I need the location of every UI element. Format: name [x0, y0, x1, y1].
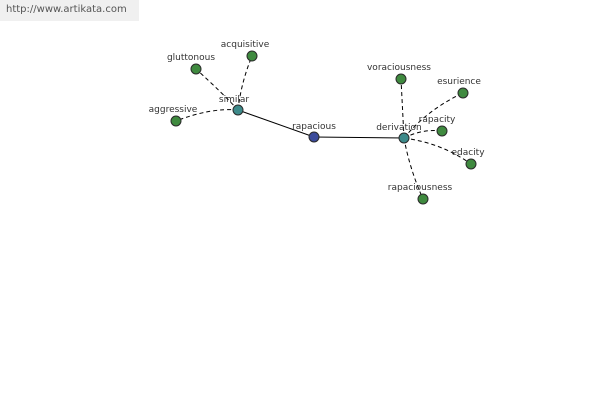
node-label-similar[interactable]: similar — [219, 95, 249, 105]
node-rapacious[interactable]: rapacious — [292, 122, 336, 143]
node-layer: rapacious similar derivation gluttonous acqu… — [149, 40, 485, 205]
edge-derivation-esurience — [403, 92, 464, 139]
node-derivation[interactable]: derivation — [376, 123, 422, 144]
node-circle-acquisitive[interactable] — [246, 50, 258, 62]
node-rapaciousness[interactable]: rapaciousness — [388, 183, 453, 205]
node-label-aggressive[interactable]: aggressive — [149, 105, 198, 115]
edge-derivation-voraciousness — [400, 78, 405, 139]
node-voraciousness[interactable]: voraciousness — [367, 63, 431, 85]
node-aggressive[interactable]: aggressive — [149, 105, 198, 127]
node-label-edacity[interactable]: edacity — [451, 148, 485, 158]
node-rapacity[interactable]: rapacity — [419, 115, 456, 137]
node-label-rapaciousness[interactable]: rapaciousness — [388, 183, 453, 193]
node-circle-rapaciousness[interactable] — [417, 193, 429, 205]
node-circle-esurience[interactable] — [457, 87, 469, 99]
node-label-gluttonous[interactable]: gluttonous — [167, 53, 215, 63]
edge-similar-aggressive — [175, 109, 239, 122]
node-label-rapacious[interactable]: rapacious — [292, 122, 336, 132]
node-label-derivation[interactable]: derivation — [376, 123, 422, 133]
node-label-esurience[interactable]: esurience — [437, 77, 481, 87]
node-circle-similar[interactable] — [232, 104, 244, 116]
node-label-rapacity[interactable]: rapacity — [419, 115, 456, 125]
edge-similar-gluttonous — [195, 68, 239, 111]
node-edacity[interactable]: edacity — [451, 148, 485, 170]
node-circle-aggressive[interactable] — [170, 115, 182, 127]
edge-derivation-rapaciousness — [403, 137, 424, 200]
source-link[interactable]: http://www.artikata.com — [6, 4, 127, 15]
node-gluttonous[interactable]: gluttonous — [167, 53, 215, 75]
edge-rapacious-derivation — [313, 136, 405, 139]
node-circle-rapacious[interactable] — [308, 131, 320, 143]
edge-rapacious-similar — [237, 109, 315, 138]
node-label-voraciousness[interactable]: voraciousness — [367, 63, 431, 73]
node-label-acquisitive[interactable]: acquisitive — [221, 40, 270, 50]
source-banner: http://www.artikata.com — [0, 0, 139, 21]
node-circle-edacity[interactable] — [465, 158, 477, 170]
node-circle-derivation[interactable] — [398, 132, 410, 144]
node-circle-voraciousness[interactable] — [395, 73, 407, 85]
node-acquisitive[interactable]: acquisitive — [221, 40, 270, 62]
node-esurience[interactable]: esurience — [437, 77, 481, 99]
node-circle-gluttonous[interactable] — [190, 63, 202, 75]
node-similar[interactable]: similar — [219, 95, 249, 116]
edge-derivation-edacity — [403, 137, 472, 165]
node-circle-rapacity[interactable] — [436, 125, 448, 137]
